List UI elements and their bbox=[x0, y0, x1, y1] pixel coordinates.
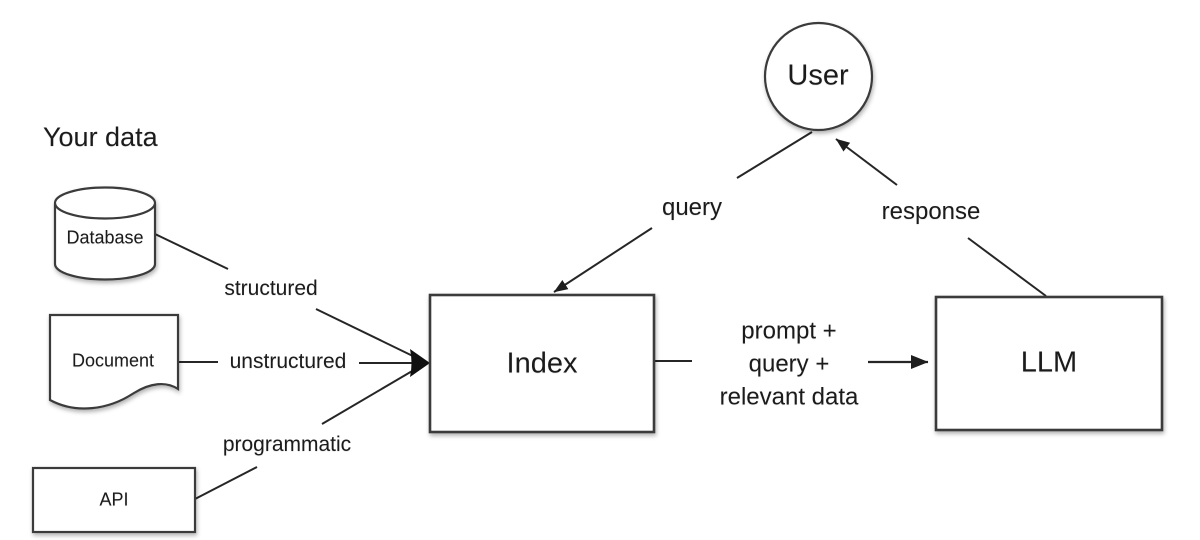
api-box bbox=[31, 466, 197, 534]
llm-box bbox=[934, 295, 1164, 432]
edge-label-unstructured: unstructured bbox=[229, 349, 347, 373]
prompt-label-line-1: prompt + bbox=[741, 317, 837, 345]
edge-programmatic-line-to-index bbox=[321, 366, 420, 425]
database-cylinder-icon bbox=[53, 186, 157, 281]
user-circle bbox=[763, 21, 874, 132]
edge-query-arrow-to-index bbox=[553, 227, 653, 293]
llm-label: LLM bbox=[1020, 346, 1078, 379]
edge-label-programmatic: programmatic bbox=[222, 432, 352, 456]
edge-programmatic-line-from-api bbox=[194, 466, 258, 500]
edge-query-line-from-user bbox=[736, 131, 813, 179]
edge-label-structured: structured bbox=[224, 276, 318, 300]
prompt-label-line-2: query + bbox=[748, 350, 830, 378]
your-data-title: Your data bbox=[43, 122, 158, 152]
edge-response-line-from-llm bbox=[967, 237, 1047, 297]
index-label: Index bbox=[506, 347, 578, 380]
prompt-label-line-3: relevant data bbox=[719, 383, 859, 411]
converge-arrowhead-icon bbox=[410, 349, 430, 377]
edge-label-prompt: prompt + query + relevant data bbox=[720, 315, 859, 414]
edge-label-query: query bbox=[661, 194, 723, 222]
document-shape-icon bbox=[48, 313, 180, 410]
database-label: Database bbox=[66, 227, 144, 248]
edge-label-response: response bbox=[881, 198, 981, 226]
edge-structured-line-from-database bbox=[154, 233, 229, 270]
edge-structured-line-to-index bbox=[315, 308, 420, 360]
index-box bbox=[428, 293, 656, 434]
edge-response-arrow-to-user bbox=[835, 138, 898, 186]
user-label: User bbox=[787, 59, 849, 92]
api-label: API bbox=[99, 489, 129, 510]
document-label: Document bbox=[71, 350, 155, 371]
